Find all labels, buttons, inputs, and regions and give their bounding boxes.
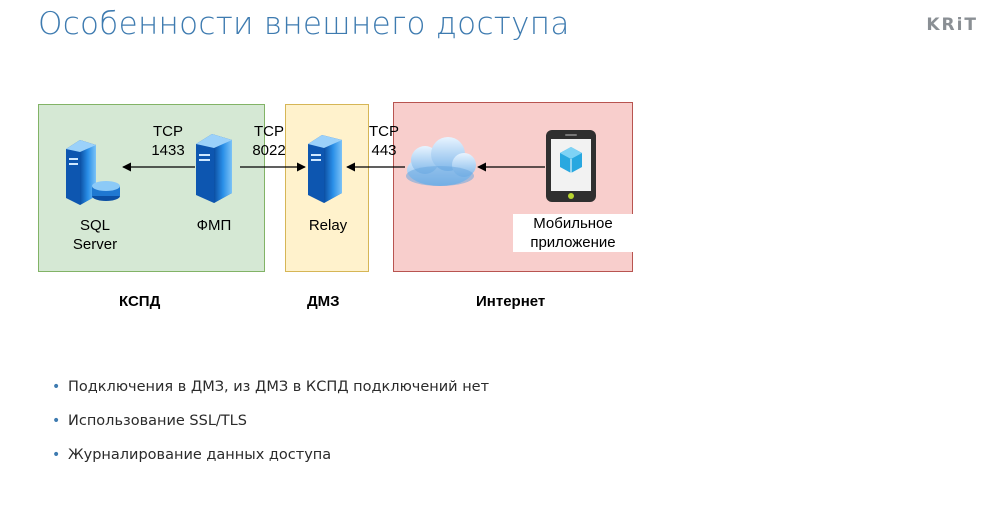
tcp-1433-label: TCP 1433 xyxy=(151,123,185,159)
bullet-icon: • xyxy=(52,413,61,429)
tcp-443-label: TCP 443 xyxy=(369,123,399,159)
sql-server-label: SQL Server xyxy=(72,217,118,253)
list-item: •Журналирование данных доступа xyxy=(52,443,489,477)
dmz-zone-label: ДМЗ xyxy=(307,293,340,310)
dmz-zone xyxy=(285,104,369,272)
page-title: Особенности внешнего доступа xyxy=(38,6,570,42)
fmp-label: ФМП xyxy=(196,217,232,234)
bullet-icon: • xyxy=(52,447,61,463)
krit-logo: KRiT xyxy=(926,15,978,35)
bullet-icon: • xyxy=(52,379,61,395)
relay-label: Relay xyxy=(308,217,348,234)
list-item: •Подключения в ДМЗ, из ДМЗ в КСПД подклю… xyxy=(52,375,489,409)
mobile-app-label: Мобильное приложение xyxy=(513,214,633,252)
tcp-8022-label: TCP 8022 xyxy=(252,123,286,159)
list-item: •Использование SSL/TLS xyxy=(52,409,489,443)
internet-zone-label: Интернет xyxy=(476,293,546,310)
kspd-zone-label: КСПД xyxy=(119,293,161,310)
bullet-list: •Подключения в ДМЗ, из ДМЗ в КСПД подклю… xyxy=(52,375,489,477)
